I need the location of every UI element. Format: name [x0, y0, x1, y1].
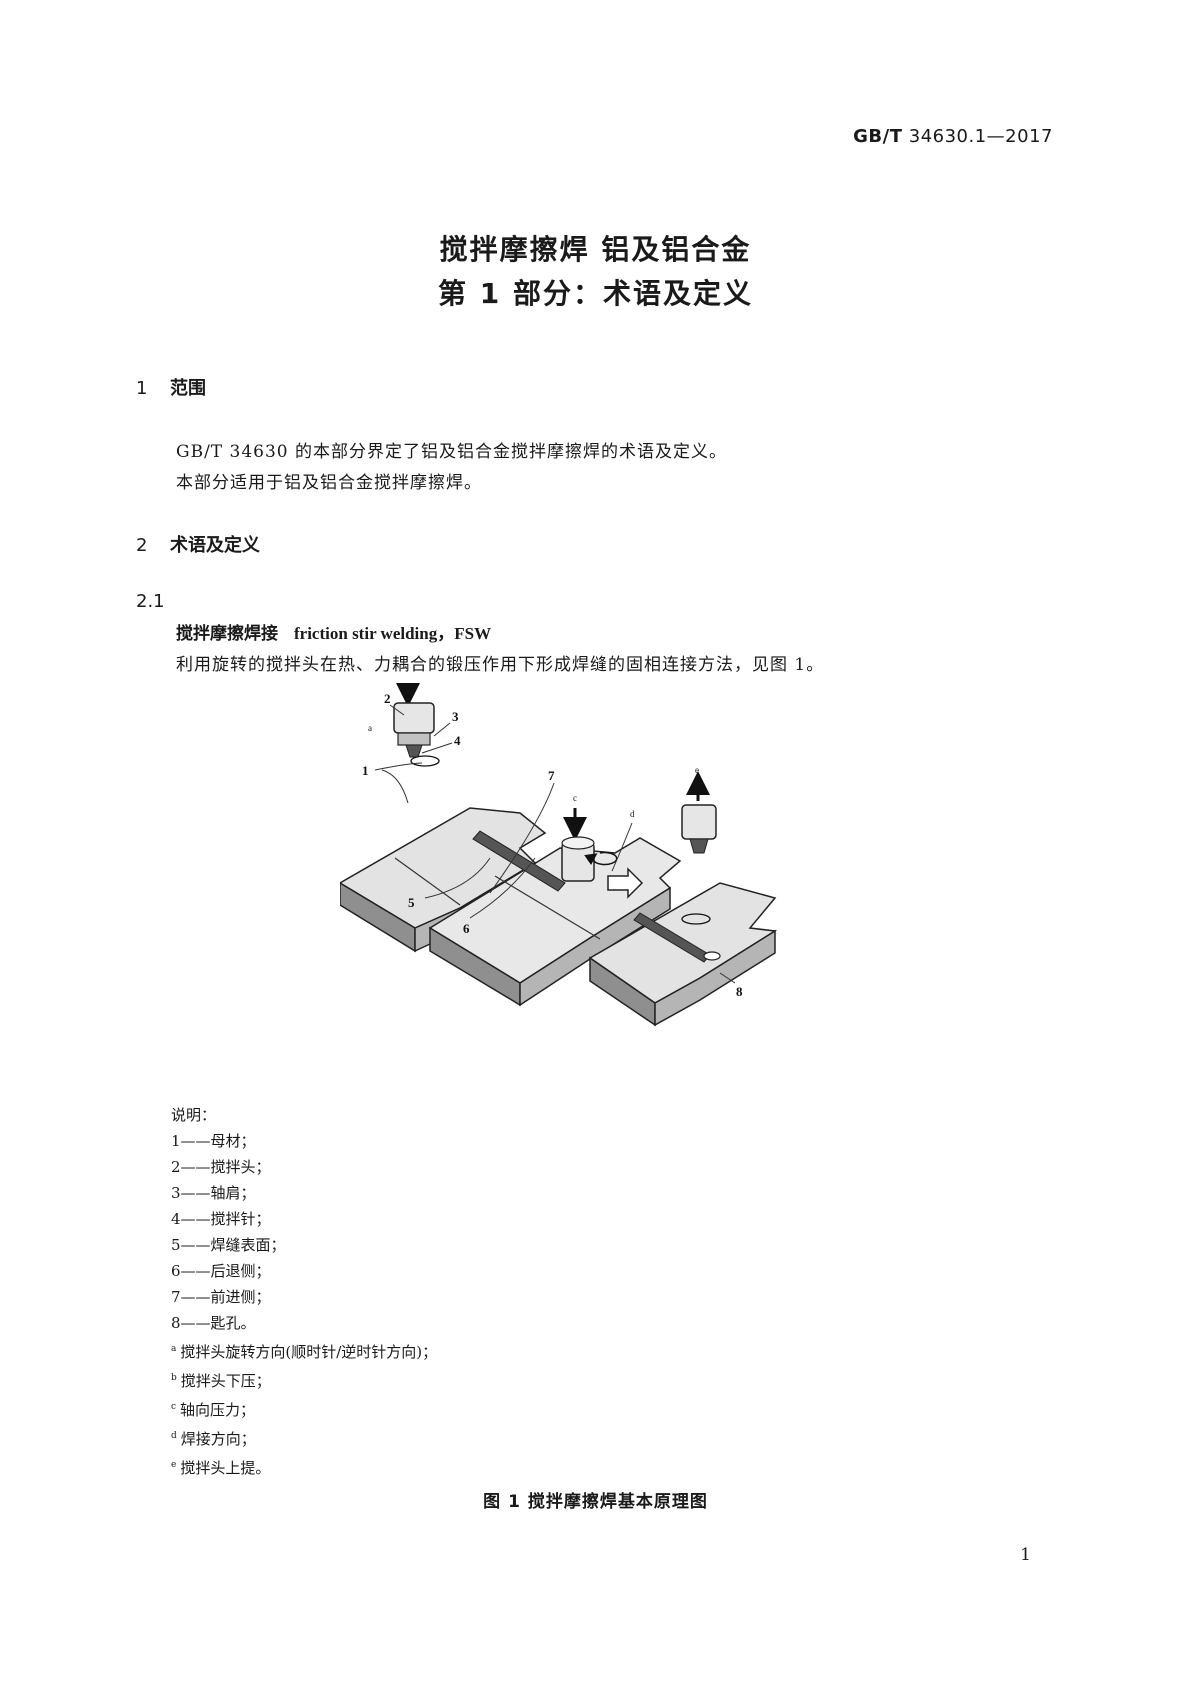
- keyhole: [703, 951, 721, 961]
- note-text: 搅拌头上提。: [180, 1459, 271, 1477]
- weld-seam: [472, 830, 566, 892]
- legend-item: 1——母材；: [171, 1132, 256, 1150]
- stir-tool-welding: [561, 808, 644, 899]
- note-text: 轴向压力；: [180, 1401, 256, 1419]
- section-2-title: 术语及定义: [170, 535, 260, 556]
- legend-item: 5——焊缝表面；: [171, 1236, 286, 1254]
- callout-7: 7: [548, 768, 555, 783]
- section-1-paragraph-1: GB/T 34630 的本部分界定了铝及铝合金搅拌摩擦焊的术语及定义。: [176, 442, 728, 462]
- note-text: 搅拌头旋转方向(顺时针/逆时针方向)；: [180, 1343, 438, 1361]
- section-1-paragraph-2: 本部分适用于铝及铝合金搅拌摩擦焊。: [176, 473, 482, 493]
- welding-direction-arrow: [607, 867, 644, 899]
- stir-tool-top: [393, 683, 435, 758]
- legend-title: 说明：: [171, 1106, 217, 1124]
- callout-8: 8: [736, 984, 743, 999]
- callout-6: 6: [463, 921, 470, 936]
- note-text: 焊接方向；: [180, 1430, 256, 1448]
- section-1-title: 范围: [170, 378, 206, 399]
- document-title-line1: 搅拌摩擦焊 铝及铝合金: [439, 233, 752, 266]
- legend-item: 4——搅拌针；: [171, 1210, 271, 1228]
- clause-number: 2.1: [136, 591, 165, 612]
- callout-a: a: [368, 723, 372, 733]
- standard-prefix: GB/T: [853, 126, 903, 147]
- note-mark: e: [171, 1460, 177, 1470]
- callout-4: 4: [454, 733, 461, 748]
- legend-item: 7——前进侧；: [171, 1288, 271, 1306]
- standard-code: GB/T 34630.1—2017: [853, 126, 1053, 147]
- note-mark: a: [171, 1344, 177, 1354]
- page-number: 1: [1020, 1545, 1031, 1565]
- legend-item: 8——匙孔。: [171, 1314, 256, 1332]
- note-mark: c: [171, 1402, 177, 1412]
- term-definition: 利用旋转的搅拌头在热、力耦合的锻压作用下形成焊缝的固相连接方法，见图 1。: [176, 655, 825, 675]
- callout-2: 2: [384, 691, 391, 706]
- base-plates-welding: [428, 830, 682, 1007]
- standard-number: 34630.1—2017: [908, 126, 1053, 147]
- term-english: friction stir welding，FSW: [294, 624, 492, 643]
- stir-tool-lifted: [681, 771, 717, 854]
- section-2-heading: 2 术语及定义: [136, 531, 260, 557]
- figure-legend: 说明： 1——母材； 2——搅拌头； 3——轴肩； 4——搅拌针； 5——焊缝表…: [171, 1102, 437, 1481]
- section-1-number: 1: [136, 378, 148, 399]
- note-text: 搅拌头下压；: [180, 1372, 271, 1390]
- term-entry: 搅拌摩擦焊接 friction stir welding，FSW: [176, 619, 491, 644]
- figure-caption: 图 1 搅拌摩擦焊基本原理图: [483, 1492, 708, 1512]
- legend-item: 3——轴肩；: [171, 1184, 256, 1202]
- section-1-heading: 1 范围: [136, 374, 206, 400]
- callout-5: 5: [408, 895, 415, 910]
- legend-item: 6——后退侧；: [171, 1262, 271, 1280]
- callout-e: e: [695, 765, 699, 775]
- callout-c: c: [573, 793, 577, 803]
- term-chinese: 搅拌摩擦焊接: [176, 624, 278, 644]
- callout-d: d: [630, 809, 635, 819]
- section-2-number: 2: [136, 535, 148, 556]
- document-title-line2: 第 1 部分：术语及定义: [438, 277, 753, 310]
- callout-1: 1: [362, 763, 369, 778]
- note-mark: b: [171, 1373, 177, 1383]
- legend-item: 2——搅拌头；: [171, 1158, 271, 1176]
- fsw-principle-diagram: 2 3 4 1 7 5 6 8 b a c d e: [340, 683, 778, 1027]
- callout-3: 3: [452, 709, 459, 724]
- note-mark: d: [171, 1431, 177, 1441]
- base-plates-welded: [588, 882, 778, 1027]
